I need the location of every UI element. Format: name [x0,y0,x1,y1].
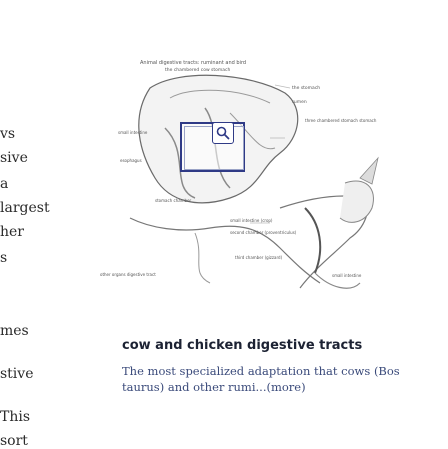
figure-label: small intestine (crop) [230,218,273,223]
caption-title: cow and chicken digestive tracts [122,338,363,353]
more-link[interactable]: ...(more) [255,380,306,394]
article-word: This [0,409,31,425]
article-text-fragment: vs sive a largest her s mes stive This s… [0,0,62,449]
figure-label: the chambered cow stomach [165,68,231,73]
figure-label: stomach chamber [155,198,192,203]
article-word: s [0,250,8,266]
article-word: vs [0,126,16,142]
caption-text: The most specialized adaptation that cow… [122,364,400,394]
figure-label: small intestine [118,130,148,135]
figure-caption-card: cow and chicken digestive tracts The mos… [122,338,432,395]
article-word: stive [0,366,34,382]
article-word: a [0,176,9,192]
article-word: sort [0,433,28,449]
figure-label: third chamber (gizzard) [235,255,283,260]
figure-label: three chambered stomach stomach [305,118,377,123]
search-button[interactable] [212,122,234,144]
figure-label: rumen [292,100,307,105]
article-word: largest [0,200,50,216]
digestive-tract-figure[interactable]: Animal digestive tracts: ruminant and bi… [100,58,380,313]
figure-heading: Animal digestive tracts: ruminant and bi… [140,60,247,66]
caption-description: The most specialized adaptation that cow… [122,363,432,395]
article-word: her [0,224,24,240]
figure-label: other organs digestive tract [100,272,156,277]
article-word: sive [0,150,28,166]
figure-label: second chamber (proventriculus) [230,230,297,235]
search-icon [216,126,230,140]
figure-label: small intestine [332,273,362,278]
article-word: mes [0,323,29,339]
figure-label: the stomach [292,86,321,91]
figure-label: esophagus [120,158,142,163]
